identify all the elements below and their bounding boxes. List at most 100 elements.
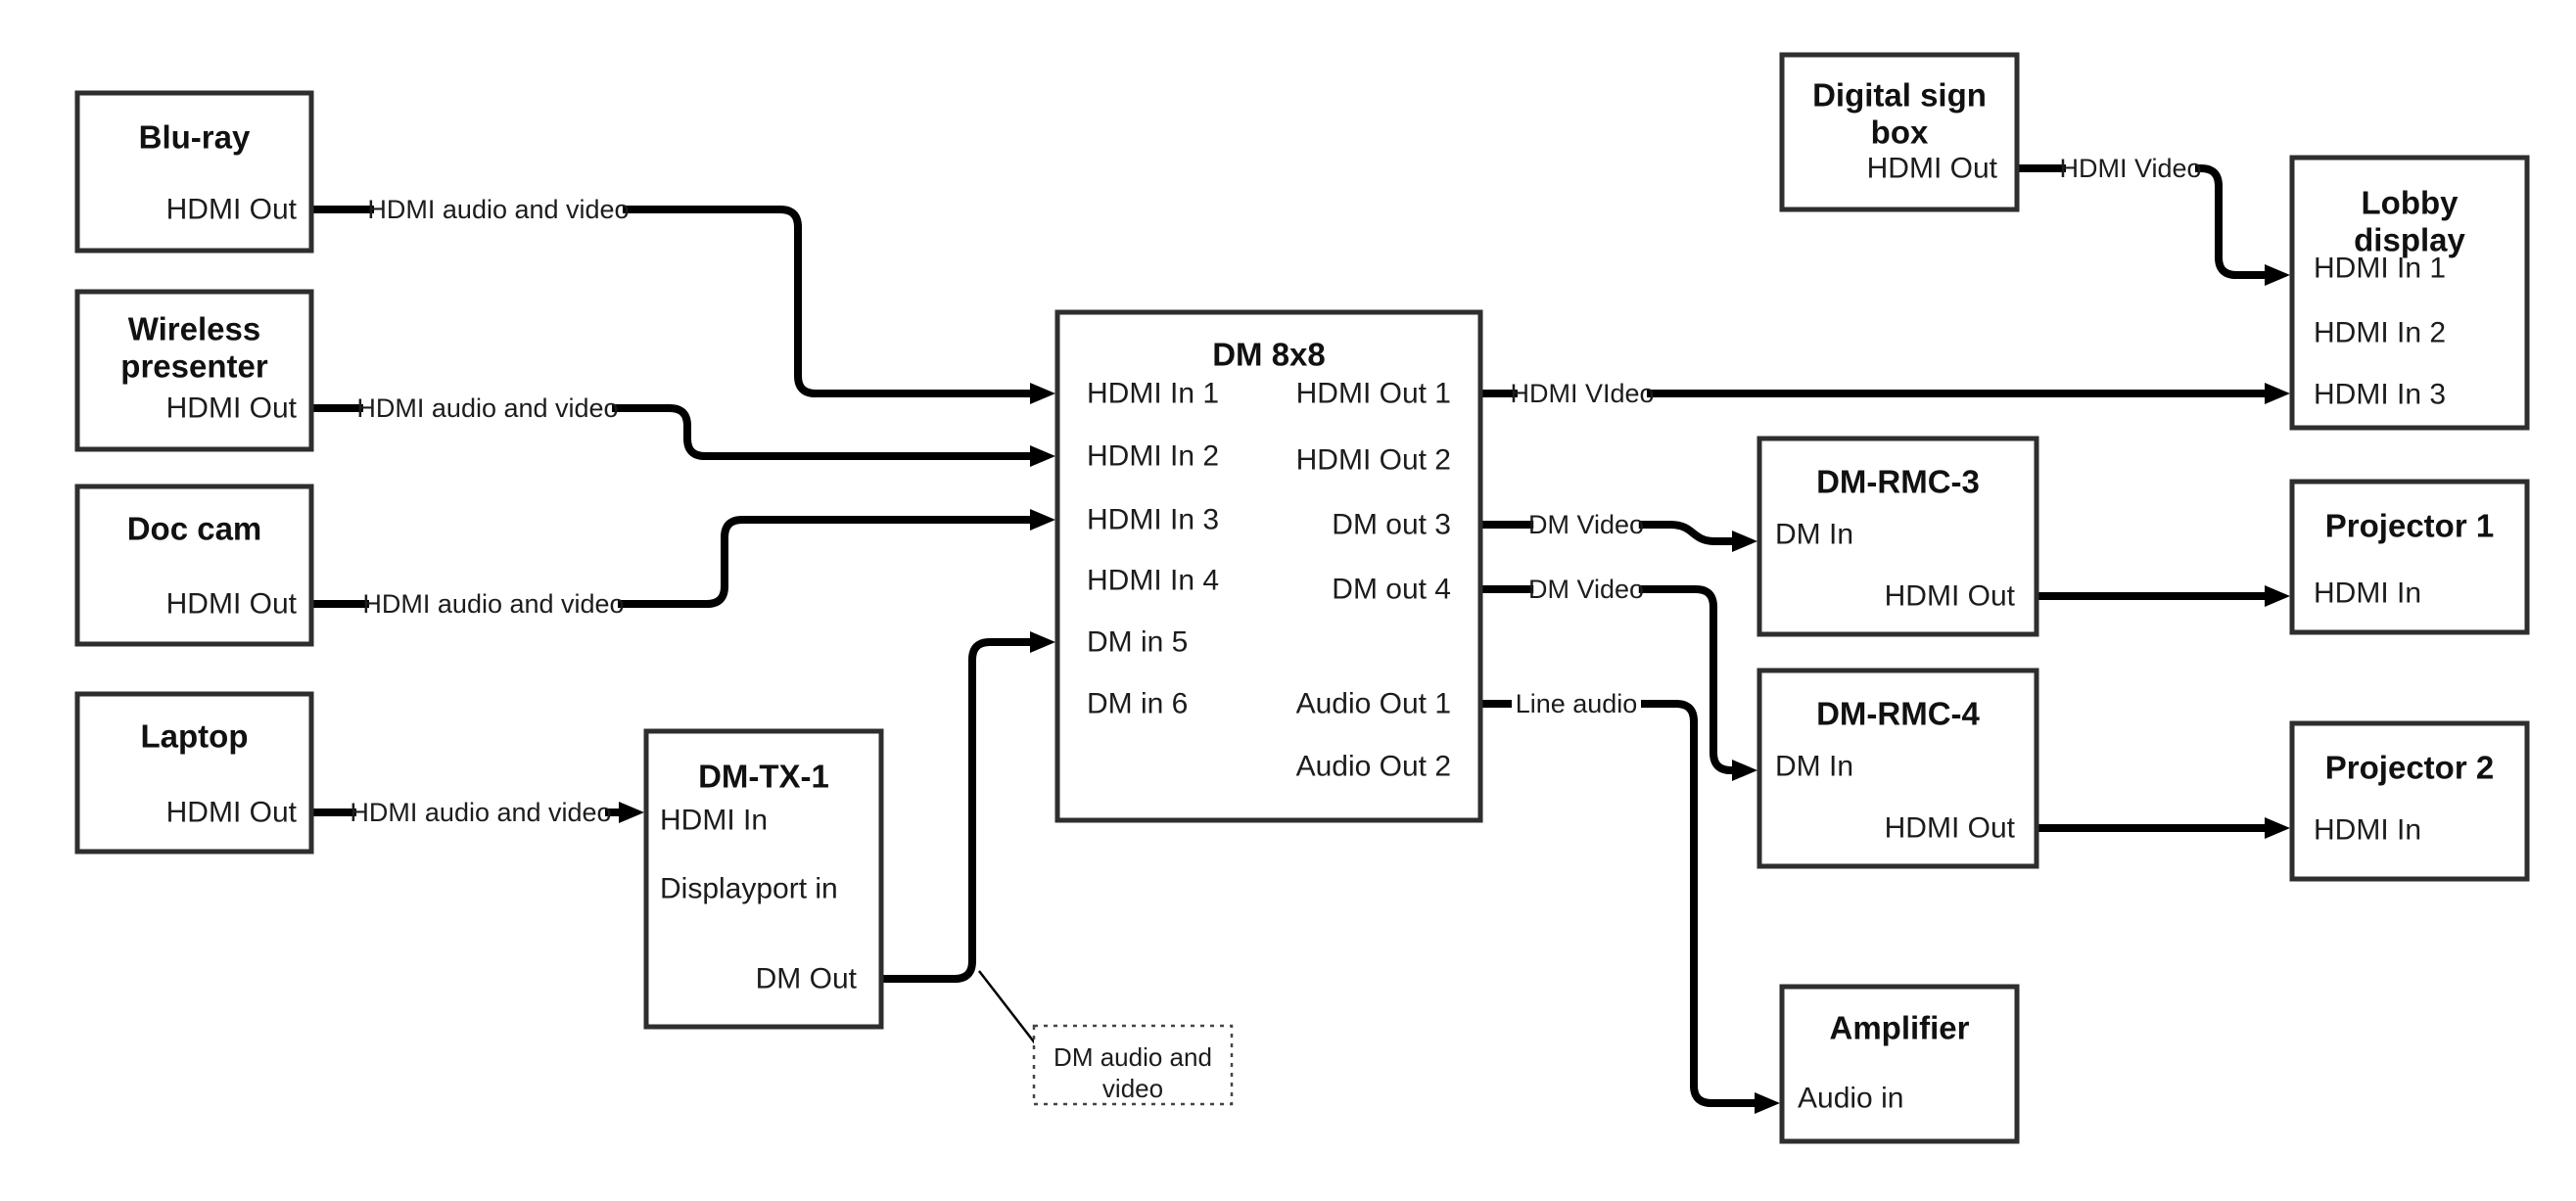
wire-dm-tx-1-to-dm8x8-in5	[881, 631, 1055, 983]
wire-label-laptop-to-dm-tx-1: HDMI audio and video	[350, 796, 612, 829]
port-audio-out-2: Audio Out 2	[1296, 751, 1451, 783]
arrowhead-icon	[2265, 383, 2290, 404]
node-projector-1: Projector 1 HDMI In	[2289, 479, 2530, 635]
arrowhead-icon	[1030, 445, 1055, 467]
node-box	[1756, 436, 2039, 637]
wire-dm8x8-out4-to-rmc4	[1480, 585, 1757, 781]
wire-digital-sign-to-lobby-in1	[2017, 164, 2290, 286]
node-title: DM 8x8	[1212, 337, 1326, 373]
node-box	[74, 90, 314, 254]
wire-label-digital-sign-to-lobby-in1: HDMI Video	[2059, 152, 2202, 185]
port-audio-out-1: Audio Out 1	[1296, 688, 1451, 720]
node-title: DM-RMC-4	[1816, 696, 1980, 732]
port-hdmi-out: HDMI Out	[1867, 153, 1998, 185]
port-hdmi-out: HDMI Out	[166, 194, 298, 226]
node-title: box	[1871, 115, 1929, 151]
arrowhead-icon	[1030, 509, 1055, 531]
wire-label-text: DM Video	[1528, 510, 1644, 539]
wire-label-doc-cam-to-dm8x8-in3: HDMI audio and video	[362, 587, 625, 621]
port-hdmi-in: HDMI In	[660, 805, 768, 837]
node-box	[1779, 52, 2020, 212]
wire-label-dm8x8-out3-to-rmc3: DM Video	[1528, 508, 1644, 541]
wire-label-background	[363, 392, 612, 425]
port-hdmi-in: HDMI In	[2314, 577, 2421, 610]
node-title: Wireless	[128, 311, 260, 347]
port-audio-in: Audio in	[1798, 1083, 1903, 1115]
node-title: Projector 1	[2325, 508, 2494, 544]
node-box	[1054, 309, 1483, 823]
wire-label-text: Line audio	[1516, 689, 1638, 718]
wire-label-text: HDMI audio and video	[350, 798, 611, 827]
note-text: video	[1102, 1074, 1163, 1103]
wire-label-background	[2066, 152, 2195, 185]
node-box	[1779, 984, 2020, 1144]
wire-label-dm8x8-out1-to-lobby-in3: HDMI VIdeo	[1510, 377, 1655, 410]
wire-label-blu-ray-to-dm8x8-in1: HDMI audio and video	[367, 193, 630, 226]
wire-wireless-to-dm8x8-in2	[311, 404, 1055, 467]
wire-doc-cam-to-dm8x8-in3	[311, 509, 1055, 608]
wire-label-text: HDMI VIdeo	[1510, 379, 1654, 408]
connection-line	[311, 206, 1032, 397]
port-dm-out: DM Out	[756, 963, 858, 995]
port-hdmi-out: HDMI Out	[166, 588, 298, 621]
connection-line	[311, 404, 1032, 460]
arrowhead-icon	[2265, 585, 2290, 607]
wire-blu-ray-to-dm8x8-in1	[311, 206, 1055, 404]
wire-rmc3-to-projector1	[2037, 585, 2290, 607]
port-hdmi-in-3: HDMI In 3	[1087, 504, 1219, 536]
arrowhead-icon	[1755, 1092, 1780, 1114]
arrowhead-icon	[2265, 817, 2290, 839]
wire-label-wireless-to-dm8x8-in2: HDMI audio and video	[356, 392, 619, 425]
connection-line	[2017, 164, 2267, 279]
arrowhead-icon	[2265, 264, 2290, 286]
arrowhead-icon	[1732, 531, 1757, 552]
wire-label-text: HDMI audio and video	[362, 589, 624, 619]
node-title: Lobby	[2362, 185, 2459, 221]
port-dm-in-6: DM in 6	[1087, 688, 1188, 720]
node-dm-rmc-4: DM-RMC-4 DM In HDMI Out	[1756, 668, 2039, 869]
node-title: presenter	[120, 348, 268, 385]
port-dm-in: DM In	[1775, 751, 1853, 783]
node-box	[1756, 668, 2039, 869]
port-hdmi-in-1: HDMI In 1	[2314, 253, 2446, 285]
port-hdmi-in-4: HDMI In 4	[1087, 565, 1219, 597]
node-title: Digital sign	[1812, 77, 1987, 114]
wire-label-background	[1533, 573, 1639, 606]
wire-label-background	[1533, 508, 1639, 541]
node-title: Blu-ray	[139, 119, 251, 156]
node-box	[74, 691, 314, 855]
node-box	[74, 289, 314, 452]
node-title: Amplifier	[1829, 1010, 1969, 1046]
port-hdmi-out: HDMI Out	[166, 393, 298, 425]
node-box	[2289, 479, 2530, 635]
connection-line	[1480, 585, 1734, 774]
node-title: Laptop	[141, 718, 249, 755]
note-box	[1032, 1024, 1234, 1106]
port-hdmi-out: HDMI Out	[166, 797, 298, 829]
wire-label-background	[1512, 687, 1641, 720]
node-box	[2289, 155, 2530, 431]
connection-line	[311, 516, 1032, 608]
wire-label-text: DM Video	[1528, 575, 1644, 604]
port-hdmi-out: HDMI Out	[1885, 812, 2016, 845]
node-title: Projector 2	[2325, 750, 2494, 786]
arrowhead-icon	[1732, 760, 1757, 781]
arrowhead-icon	[1030, 631, 1055, 653]
node-box	[2289, 720, 2530, 882]
wire-label-text: HDMI Video	[2059, 154, 2201, 183]
wire-note-leader	[978, 970, 1037, 1045]
port-dm-out-3: DM out 3	[1332, 509, 1451, 541]
wire-label-text: HDMI audio and video	[356, 393, 618, 423]
wire-dm8x8-audio1-to-amplifier	[1480, 700, 1780, 1114]
port-dm-out-4: DM out 4	[1332, 574, 1451, 606]
